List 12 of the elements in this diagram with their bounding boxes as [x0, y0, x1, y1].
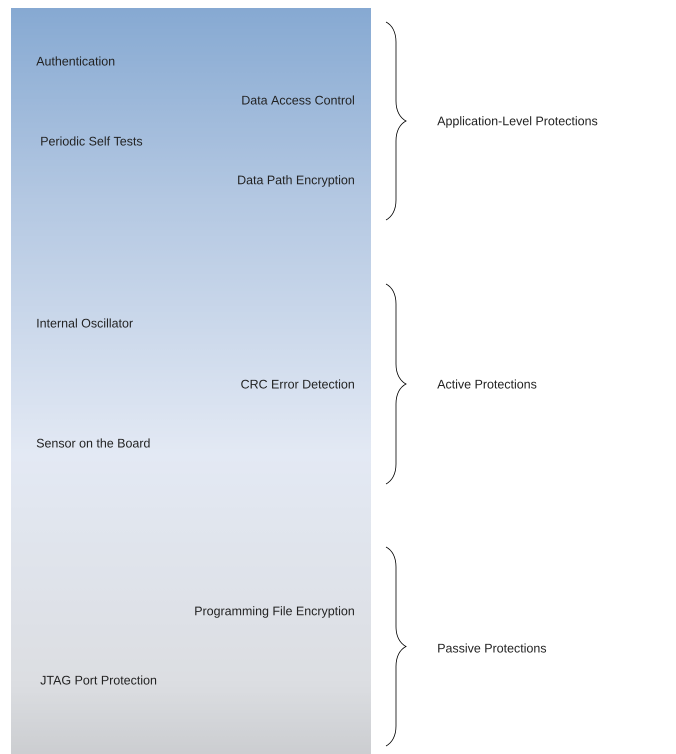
item-label: Programming File Encryption	[195, 606, 354, 618]
item-label: JTAG Port Protection	[40, 675, 156, 685]
item-label: Periodic Self Tests	[41, 136, 142, 146]
group-label: Passive Protections	[438, 643, 546, 653]
item-label: Data Access Control	[242, 95, 354, 105]
item-label: Internal Oscillator	[37, 318, 133, 328]
group-label: Application-Level Protections	[437, 116, 598, 128]
group-label: Active Protections	[437, 379, 536, 389]
item-label: Data Path Encryption	[238, 175, 354, 187]
item-label: CRC Error Detection	[241, 379, 354, 389]
item-label: Authentication	[36, 56, 114, 66]
item-label: Sensor on the Board	[36, 438, 150, 448]
